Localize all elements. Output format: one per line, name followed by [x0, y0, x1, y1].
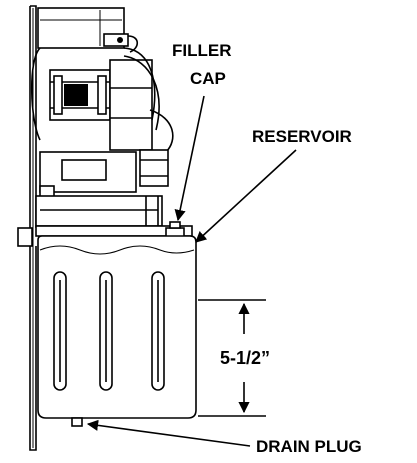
drain-plug-callout	[86, 419, 251, 447]
drain-plug	[71, 417, 83, 427]
mounting-plate	[17, 5, 37, 451]
reservoir-callout	[195, 149, 297, 243]
reservoir-tank	[37, 235, 197, 419]
reservoir-label: RESERVOIR	[252, 127, 352, 146]
dimension-line	[198, 299, 266, 417]
filler-cap-label-line1: FILLER	[172, 41, 232, 60]
filler-cap-callout	[174, 95, 205, 222]
dimension-label: 5-1/2”	[220, 348, 270, 368]
pump-motor-assembly	[30, 7, 193, 237]
filler-cap-label-line2: CAP	[190, 69, 226, 88]
drain-plug-label: DRAIN PLUG	[256, 437, 362, 456]
